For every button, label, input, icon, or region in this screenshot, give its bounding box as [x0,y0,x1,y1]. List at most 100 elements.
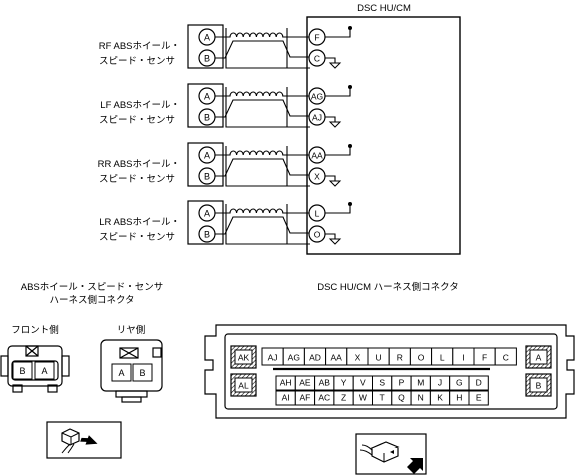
hu-connector-shell [204,324,575,419]
hu-pin-row2-label: V [360,378,366,388]
hu-corner-key-a-inner [529,349,548,365]
twisted-pair-wire [215,32,284,38]
hu-pin-row2-label: AE [299,378,311,388]
module-pin-bottom-label: AJ [312,113,322,123]
hu-pin-row1-label: C [503,353,509,363]
hu-pin-row2-label: G [456,378,463,388]
sensor-wire-b [215,40,310,59]
sensor-connector-box [187,200,224,245]
hu-pin-row2-label: M [417,378,424,388]
rear-side-label: リヤ側 [117,324,146,336]
hu-pin-row2-label: J [438,378,442,388]
sensor-pin-a-label: A [204,151,210,161]
sensor-pin-b-label: B [204,54,210,64]
hu-corner-key-a: A [536,353,542,363]
front-sensor-connector [0,345,70,393]
hu-pin-row1-label: F [482,353,487,363]
hu-pin-row2-label: D [476,378,482,388]
hu-pin-row2-label: AB [319,378,331,388]
hu-pin-row2-label: AH [280,378,292,388]
hu-pin-row3-label: AI [282,393,290,403]
hu-pin-row1-label: AD [309,353,321,363]
sensor-connector-box [187,83,224,128]
hu-pin-row3-label: H [456,393,462,403]
junction-dot [348,202,352,206]
module-pin-bottom-label: X [314,172,320,182]
hu-pin-row3-label: K [437,393,443,403]
sensor-name-line1: RF ABSホイール・ [99,41,180,52]
sensor-name-line1: RR ABSホイール・ [98,159,180,170]
internal-ground-line [325,233,336,239]
sensor-pin-b-label: B [204,230,210,240]
hu-pin-row1-label: I [462,353,464,363]
internal-signal-line [325,146,351,156]
hu-connector-view-direction-icon [355,433,427,475]
hu-corner-key-b: B [536,381,542,391]
hu-corner-key-al-inner [234,377,253,393]
sensor-name-line1: LR ABSホイール・ [99,217,180,228]
shield-line [225,28,288,69]
hu-pin-row2-label: Y [341,378,347,388]
sensor-pin-a-label: A [204,92,210,102]
module-pin-top-label: AG [311,92,323,102]
rear-sensor-connector [100,339,163,403]
front-pin-left-box [12,361,33,380]
hu-pin-row3-label: Z [341,393,346,403]
front-side-label: フロント側 [11,324,59,336]
junction-dot [348,85,352,89]
hu-corner-key-ak: AK [238,353,250,363]
hu-pin-row3-label: W [359,393,367,403]
internal-ground-line [325,175,336,181]
junction-dot [348,26,352,30]
hu-corner-key-al: AL [238,381,249,391]
ground-icon [328,238,342,245]
sensor-pin-a-label: A [204,33,210,43]
sensor-pin-b-label: B [204,113,210,123]
hu-pin-row1-label: R [397,353,403,363]
hu-pin-row1-cell [494,347,517,366]
sensor-connector-title-line1: ABSホイール・スピード・センサ [21,282,164,293]
hu-pin-row2-cell [468,375,489,391]
internal-ground-line [325,57,336,63]
hu-pin-row3-cell [468,390,489,406]
hu-pin-row1-label: O [418,353,425,363]
internal-ground-line [325,116,336,122]
sensor-wire-b [215,99,310,118]
hu-corner-key-b-inner [529,377,548,393]
front-pin-a: A [41,366,47,376]
internal-signal-line [325,87,351,97]
hu-pin-row3-label: E [476,393,482,403]
module-pin-bottom-label: C [314,54,320,64]
dsc-hu-cm-module-box [306,16,461,255]
shield-line [225,204,288,245]
hu-pin-row1-label: U [376,353,382,363]
hu-pin-row1-label: AG [288,353,300,363]
front-pin-right-box [34,361,55,380]
internal-signal-line [325,28,351,38]
hu-pin-row1-label: AA [331,353,343,363]
hu-pin-row1-label: L [440,353,445,363]
rear-pin-a: A [118,368,124,378]
module-pin-top-label: F [314,33,319,43]
sensor-name-line1: LF ABSホイール・ [100,100,180,111]
ground-icon [328,180,342,187]
sensor-name-line2: スピード・センサ [99,232,175,243]
hu-pin-row1-label: AJ [268,353,278,363]
connector-view-direction-icon [46,421,122,459]
twisted-pair-wire [215,150,284,156]
twisted-pair-wire [215,91,284,97]
sensor-connector-box [187,142,224,187]
hu-pin-row2-label: P [399,378,405,388]
rear-pin-right-box [132,363,153,382]
module-pin-top-label: AA [311,151,323,161]
ground-icon [328,121,342,128]
twisted-pair-wire [215,208,284,214]
hu-connector-title: DSC HU/CM ハーネス側コネクタ [317,281,459,293]
hu-pin-row3-label: AF [300,393,311,403]
internal-signal-line [325,204,351,214]
hu-corner-key-ak-inner [234,349,253,365]
